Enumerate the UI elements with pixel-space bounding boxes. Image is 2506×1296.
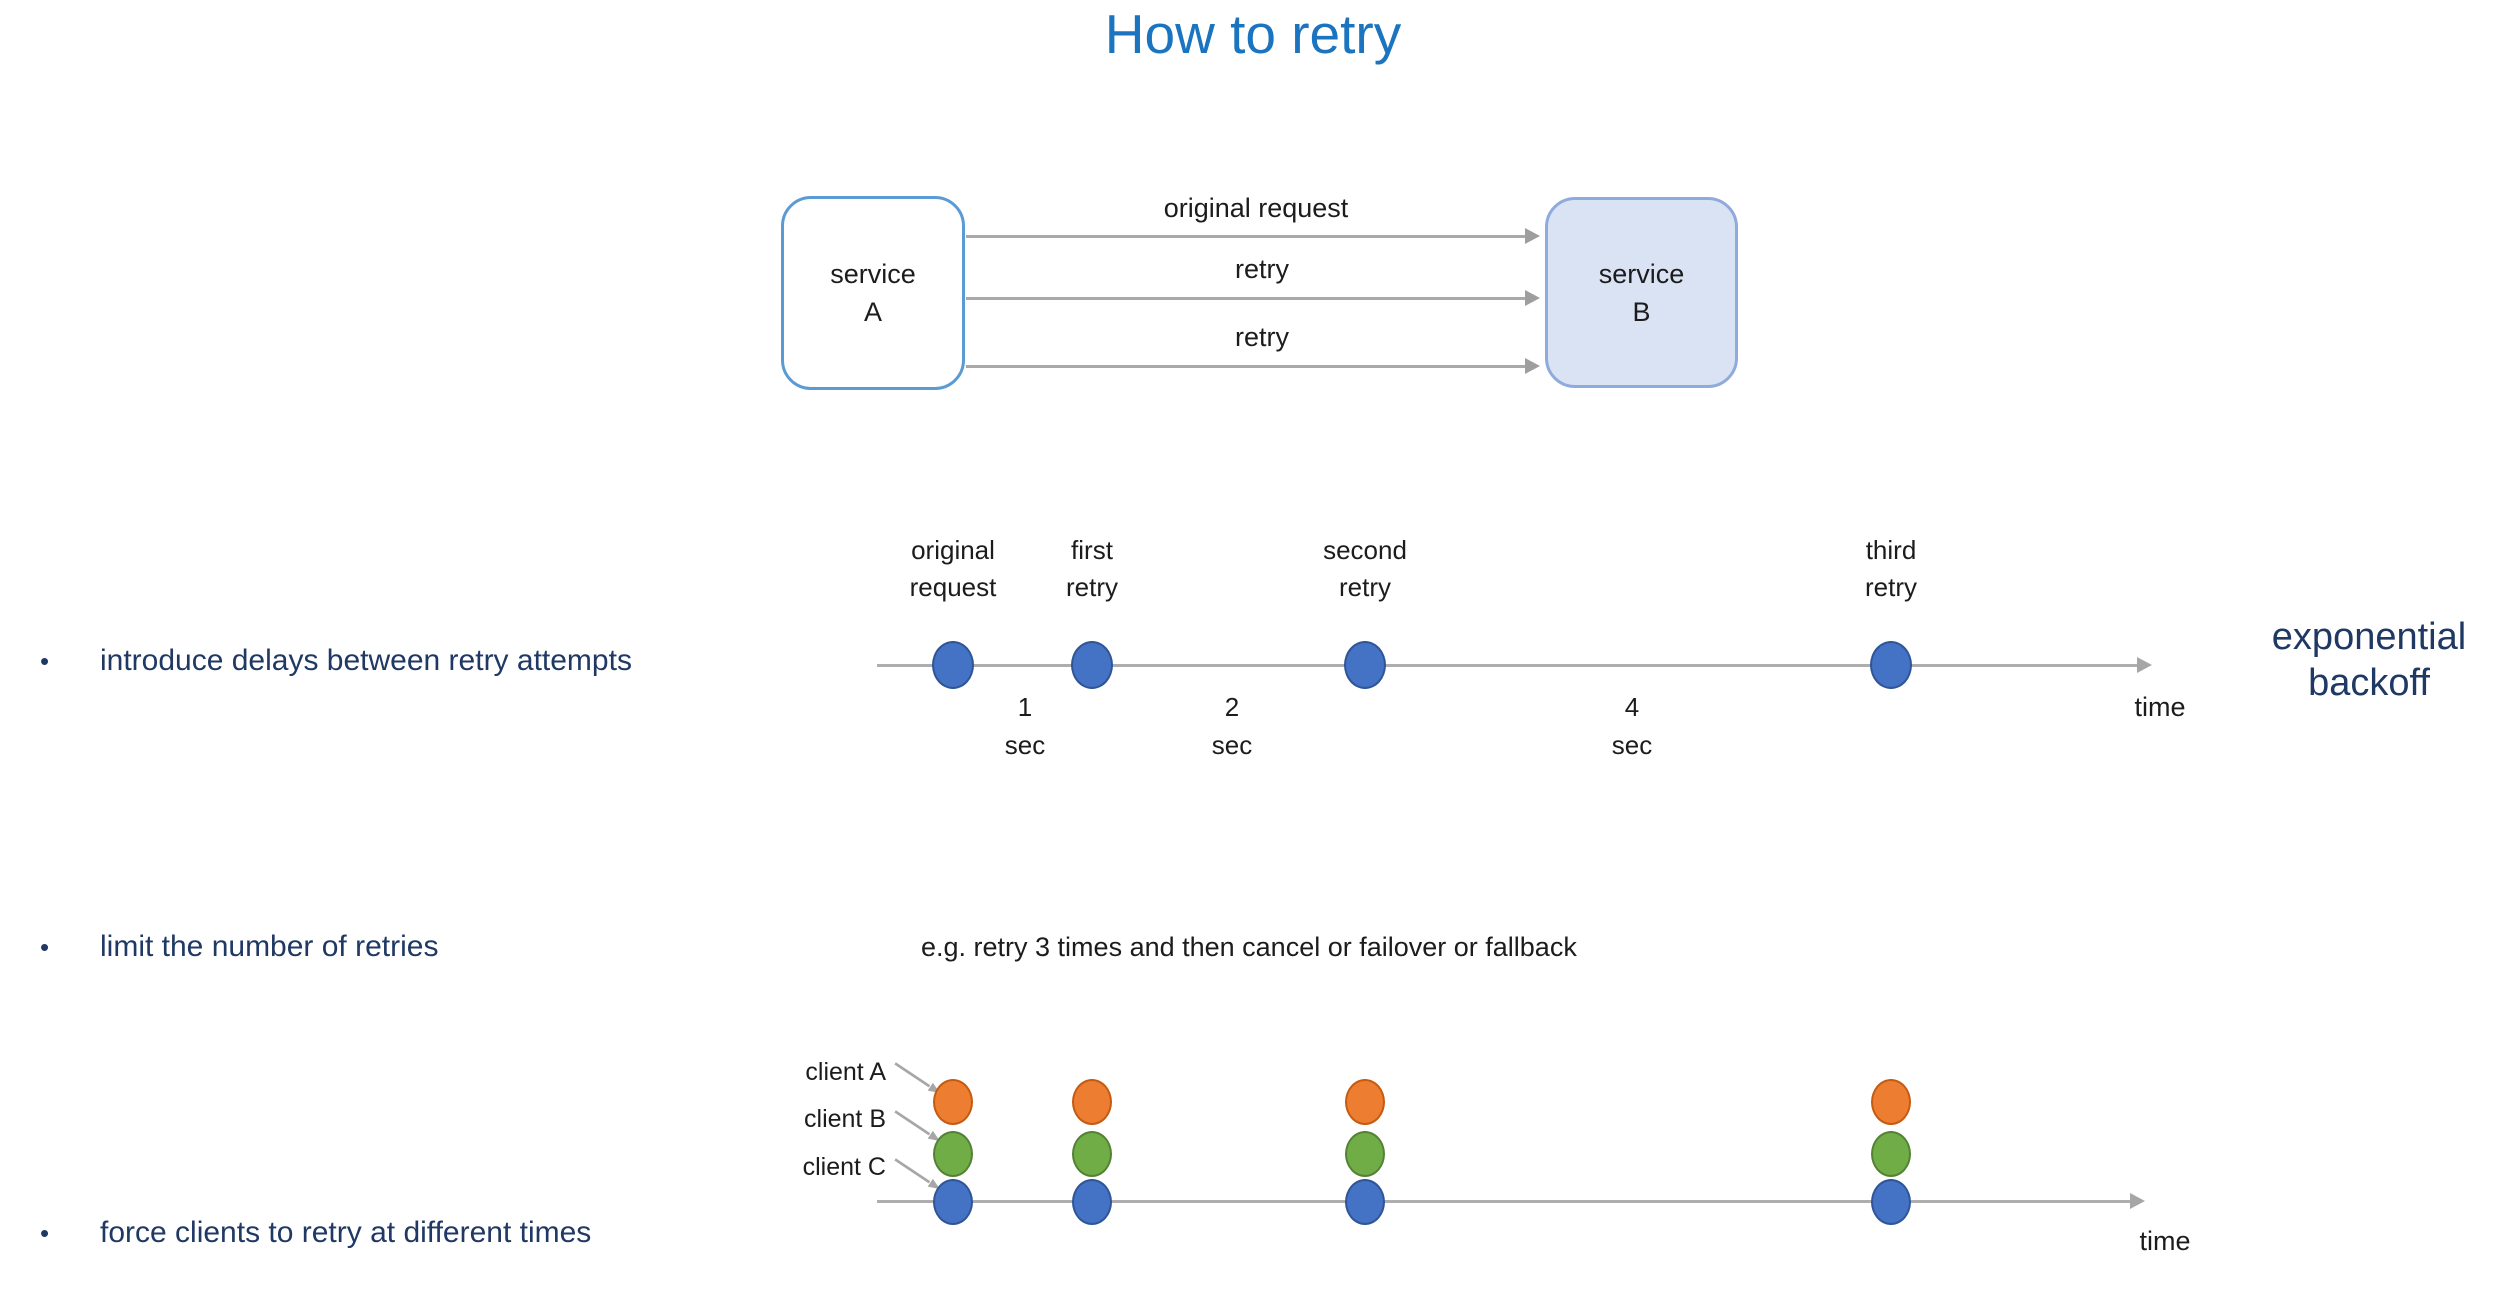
event-label-third-retry: third retry [1865,535,1917,602]
interval-label-2sec: 2 sec [1211,692,1253,760]
bullet-icon: • [40,1218,50,1248]
client-a-dot-3 [1345,1079,1385,1125]
client-b-dot-1 [933,1131,973,1177]
service-b-box: service B [1545,197,1738,388]
event-dot-third-retry [1870,641,1912,689]
client-c-dot-2 [1072,1179,1112,1225]
bullet-icon: • [40,646,50,676]
service-a-box: service A [781,196,965,390]
bullet-icon: • [40,932,50,962]
bullet-item-2: • limit the number of retries [40,930,438,964]
retry-arrow-label-2: retry [1235,322,1289,352]
arrow-shaft [966,297,1526,300]
retry-arrow-label-1: retry [1235,254,1289,284]
event-label-second-retry: second retry [1323,535,1407,602]
timeline-arrow-right-icon [2130,1193,2145,1209]
retry-arrow-2 [966,358,1540,374]
bullet-text-2: limit the number of retries [100,930,439,963]
client-a-dot-1 [933,1079,973,1125]
bullet-text-3: force clients to retry at different time… [100,1216,592,1249]
client-c-dot-4 [1871,1179,1911,1225]
arrow-right-icon [1525,228,1540,244]
event-dot-first-retry [1071,641,1113,689]
bullet-text-1: introduce delays between retry attempts [100,644,632,677]
service-a-label: service A [830,259,916,327]
event-label-original-request: original request [909,535,997,602]
service-b-label: service B [1598,258,1685,327]
timeline-arrow-right-icon [2137,657,2152,673]
client-c-label: client C [802,1153,886,1181]
page-title: How to retry [1104,3,1402,65]
retry-arrow-1 [966,290,1540,306]
event-label-first-retry: first retry [1066,535,1118,602]
original-request-arrow-label: original request [1163,193,1349,223]
interval-label-4sec: 4 sec [1611,692,1653,760]
interval-label-1sec: 1 sec [1004,692,1046,760]
arrow-shaft [966,365,1526,368]
event-dot-second-retry [1344,641,1386,689]
arrow-right-icon [1525,290,1540,306]
bullet-item-1: • introduce delays between retry attempt… [40,644,632,678]
client-c-dot-1 [933,1179,973,1225]
client-b-dot-3 [1345,1131,1385,1177]
client-c-dot-3 [1345,1179,1385,1225]
client-a-label: client A [805,1058,886,1086]
original-request-arrow [966,228,1540,244]
clients-timeline-axis [877,1200,2130,1203]
event-dot-original-request [932,641,974,689]
client-b-dot-2 [1072,1131,1112,1177]
exponential-backoff-annotation: exponential backoff [2271,616,2467,704]
arrow-shaft [966,235,1526,238]
client-b-label: client B [804,1105,886,1133]
backoff-time-axis-label: time [2134,692,2186,722]
retry-limit-example-note: e.g. retry 3 times and then cancel or fa… [921,932,1577,962]
bullet-item-3: • force clients to retry at different ti… [40,1216,591,1250]
client-a-dot-2 [1072,1079,1112,1125]
clients-time-axis-label: time [2139,1226,2191,1256]
backoff-timeline-axis [877,664,2137,667]
client-a-dot-4 [1871,1079,1911,1125]
arrow-right-icon [1525,358,1540,374]
client-b-dot-4 [1871,1131,1911,1177]
